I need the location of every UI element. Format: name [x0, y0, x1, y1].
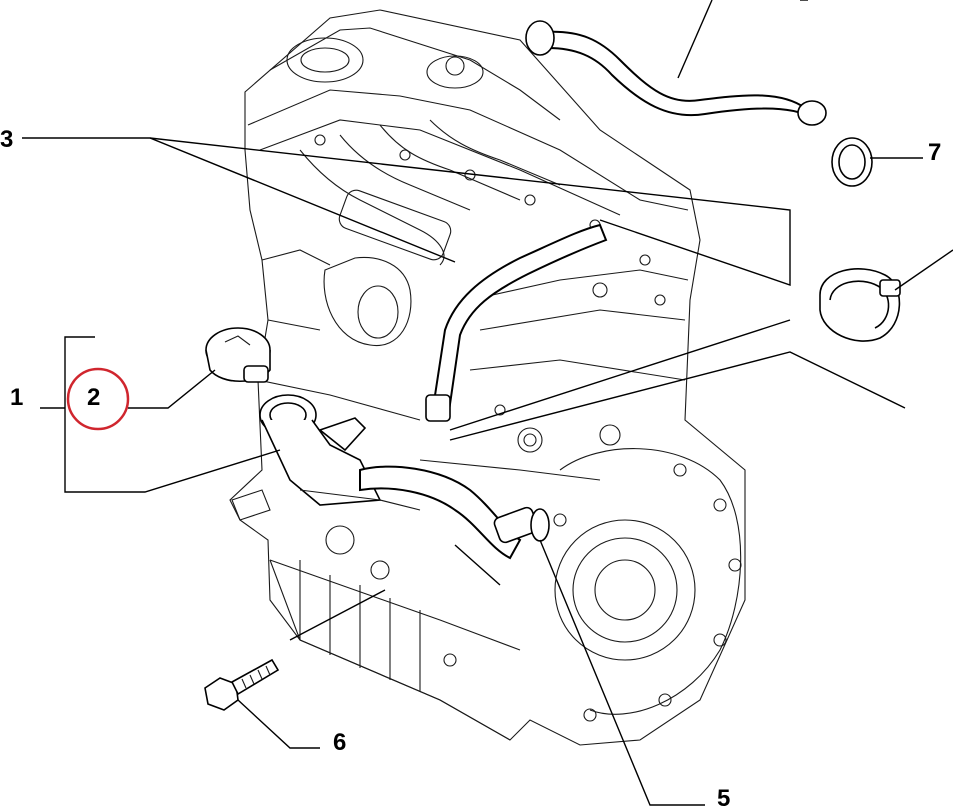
callout-6: 6	[333, 729, 346, 756]
highlight-circle	[66, 367, 130, 431]
callout-7: 7	[928, 139, 941, 166]
intake-hose-middle	[425, 223, 608, 422]
oil-filler-cap	[205, 327, 271, 383]
mounting-bolt	[204, 658, 280, 711]
hose-clamp-small	[831, 137, 873, 187]
flange-bolts	[553, 463, 742, 722]
hose-clamp-large	[819, 268, 901, 342]
callout-1: 1	[10, 384, 23, 411]
callout-3: 3	[0, 126, 13, 153]
oil-filler-neck	[259, 394, 522, 560]
leader-lines	[22, 0, 953, 806]
hose-connector	[493, 506, 550, 544]
engine-block	[229, 9, 746, 746]
callout-2: 2	[87, 384, 100, 411]
breather-hose-top	[525, 20, 827, 126]
callout-5: 5	[717, 785, 730, 807]
